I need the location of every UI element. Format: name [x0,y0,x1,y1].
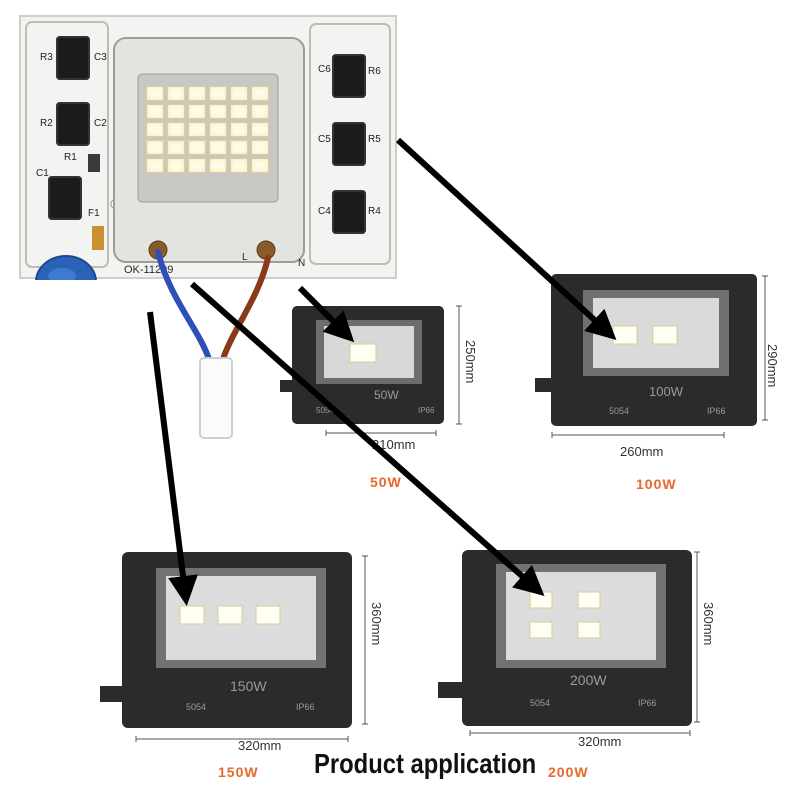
panel-rating-150w: IP66 [296,702,315,712]
label-r3: R3 [40,52,53,63]
floodlight-50w: 50W 5054 IP66 [280,300,450,430]
chip-r3 [56,36,90,80]
width-50w: 210mm [372,437,416,452]
panel-code-100w: 5054 [609,406,630,416]
label-c4: C4 [318,206,331,217]
chip-r5 [332,122,366,166]
panel-rating-200w: IP66 [638,698,657,708]
label-c6: C6 [318,64,331,75]
terminal-n-label: N [298,258,306,269]
label-c5: C5 [318,134,331,145]
caption-150w: 150W [218,764,259,780]
label-r2: R2 [40,118,53,129]
panel-code-150w: 5054 [186,702,207,712]
chip-r6 [332,54,366,98]
label-r4: R4 [368,206,381,217]
caption-100w: 100W [636,476,677,492]
chip-r1 [48,176,82,220]
driver-board: R3 C3 R2 C2 R1 C1 F1 C6 R6 C5 R5 C4 R4 O… [18,14,398,309]
panel-rating-100w: IP66 [707,406,726,416]
panel-rating-50w: IP66 [418,406,435,415]
panel-watt-100w: 100W [649,384,683,399]
panel-code-200w: 5054 [530,698,551,708]
arrow-to-150w [147,311,198,606]
width-100w: 260mm [620,444,664,459]
chip-r2 [56,102,90,146]
arrow-to-50w [297,285,355,343]
caption-200w: 200W [548,764,589,780]
arrow-to-100w [395,137,617,341]
arrow-to-200w [190,281,545,596]
label-r1: R1 [64,152,77,163]
panel-watt-50w: 50W [374,388,399,402]
panel-watt-150w: 150W [230,678,267,694]
label-f1: F1 [88,208,100,219]
label-c1: C1 [36,168,49,179]
panel-code-50w: 5054 [316,406,334,415]
width-200w: 320mm [578,734,622,749]
label-r6: R6 [368,66,381,77]
chip-r4 [332,190,366,234]
label-r5: R5 [368,134,381,145]
caption-50w: 50W [370,474,402,490]
led-array [146,86,269,173]
label-c2: C2 [94,118,107,129]
page-title: Product application [314,748,537,779]
panel-watt-200w: 200W [570,672,607,688]
terminal-l-label: L [242,252,248,263]
width-150w: 320mm [238,738,282,753]
label-c3: C3 [94,52,107,63]
